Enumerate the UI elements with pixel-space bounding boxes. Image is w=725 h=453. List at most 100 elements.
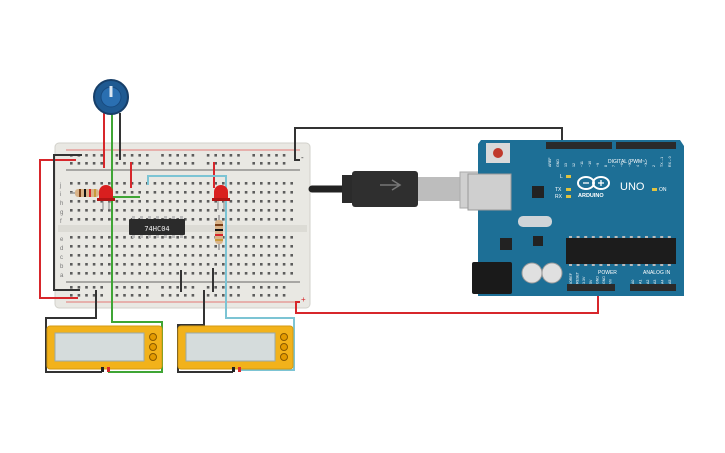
pin-label: A2 xyxy=(646,280,650,284)
pin-label: ~6 xyxy=(620,163,624,167)
digital-label: DIGITAL (PWM~) xyxy=(608,159,647,165)
multimeter-2-com-probe[interactable] xyxy=(232,367,235,372)
pin-label: AREF xyxy=(548,157,552,167)
atmega-chip xyxy=(566,238,676,264)
arduino-usb-port xyxy=(467,173,512,211)
on-label: ON xyxy=(659,187,667,193)
pot-knob-indicator xyxy=(109,86,113,97)
svg-text:g: g xyxy=(60,210,63,216)
svg-text:a: a xyxy=(60,273,64,279)
pin-label: 13 xyxy=(564,163,568,167)
pin-label: ~5 xyxy=(628,163,632,167)
led-l-indicator xyxy=(566,175,571,178)
wire-green-meter-1[interactable] xyxy=(108,196,163,373)
capacitor-2 xyxy=(541,262,563,284)
pin-label: 12 xyxy=(572,163,576,167)
multimeter-2[interactable] xyxy=(177,325,294,372)
usb-plug-body xyxy=(352,171,418,207)
pin-label: ~11 xyxy=(580,161,584,167)
pin-label: IOREF xyxy=(569,272,573,284)
svg-text:d: d xyxy=(60,246,63,252)
multimeter-1-pos-probe[interactable] xyxy=(107,367,110,372)
pin-label: 7 xyxy=(612,165,616,167)
svg-text:c: c xyxy=(60,255,63,261)
svg-text:j: j xyxy=(59,183,61,189)
resistor-2[interactable] xyxy=(215,215,223,250)
arduino-logo-text: ARDUINO xyxy=(578,193,604,199)
multimeter-2-mode-v[interactable] xyxy=(280,343,288,351)
potentiometer[interactable] xyxy=(93,79,129,115)
digital-header-2[interactable] xyxy=(616,142,676,149)
ic-label: 74HC04 xyxy=(144,225,169,233)
pin-label: 4 xyxy=(636,165,640,167)
power-label: POWER xyxy=(598,270,617,276)
capacitor-1 xyxy=(521,262,543,284)
led-1[interactable] xyxy=(97,185,115,210)
multimeter-2-display xyxy=(185,332,276,362)
pin-label: RX←0 xyxy=(668,156,672,167)
arduino-model: UNO xyxy=(620,181,645,193)
pin-label: RESET xyxy=(576,271,580,284)
ic-chip[interactable]: 74HC04 xyxy=(129,216,185,238)
multimeter-1-mode-a[interactable] xyxy=(149,333,157,341)
svg-text:h: h xyxy=(60,201,63,207)
multimeter-1[interactable] xyxy=(46,325,163,372)
wire-black-meter-1[interactable] xyxy=(45,290,102,373)
pin-label: TX→1 xyxy=(660,157,664,167)
pin-label: GND xyxy=(595,276,599,284)
multimeter-2-mode-r[interactable] xyxy=(280,353,288,361)
multimeter-2-pos-probe[interactable] xyxy=(238,367,241,372)
analog-header[interactable] xyxy=(630,284,676,291)
svg-text:i: i xyxy=(60,192,61,198)
led-rx-label: RX xyxy=(555,194,563,200)
row-labels-top: j i h g f xyxy=(59,183,63,225)
led-tx-label: TX xyxy=(555,187,562,193)
multimeter-1-mode-v[interactable] xyxy=(149,343,157,351)
dc-power-jack xyxy=(472,262,512,294)
svg-text:e: e xyxy=(60,237,64,243)
wire-red-5v-arduino[interactable] xyxy=(295,290,599,314)
pin-label: Vin xyxy=(609,279,613,284)
arduino-uno[interactable]: L TX RX ON ARDUINO UNO DIGITAL (PWM~) PO… xyxy=(467,140,684,296)
wire-cyan-meter-2[interactable] xyxy=(147,175,295,371)
pin-label: ~9 xyxy=(596,163,600,167)
pin-label: 5V xyxy=(589,279,593,284)
arduino-infinity-logo xyxy=(577,176,610,190)
multimeter-1-display xyxy=(54,332,145,362)
svg-text:f: f xyxy=(60,219,62,225)
reset-button[interactable] xyxy=(493,148,503,158)
multimeter-1-com-probe[interactable] xyxy=(101,367,104,372)
breadboard-holes[interactable] xyxy=(70,154,293,297)
pin-label: GND xyxy=(602,276,606,284)
pin-label: A5 xyxy=(668,280,672,284)
analog-label: ANALOG IN xyxy=(643,270,671,276)
rail-plus-label: + xyxy=(301,295,306,304)
pin-label: ~3 xyxy=(644,163,648,167)
rail-minus-label-right: - xyxy=(301,153,304,162)
crystal xyxy=(518,216,552,227)
bottom-power-rail xyxy=(66,281,300,303)
power-header[interactable] xyxy=(567,284,615,291)
pin-label: A0 xyxy=(631,280,635,284)
led-l-label: L xyxy=(560,174,563,180)
pin-label: 2 xyxy=(652,165,656,167)
wire-black-rail-link[interactable] xyxy=(53,154,82,291)
led-2[interactable] xyxy=(212,185,230,210)
pin-label: 3.3V xyxy=(582,276,586,284)
wire-black-gnd-arduino[interactable] xyxy=(294,127,563,161)
multimeter-2-mode-a[interactable] xyxy=(280,333,288,341)
pin-label: A3 xyxy=(653,280,657,284)
pin-label: A1 xyxy=(638,280,642,284)
digital-header-1[interactable] xyxy=(546,142,612,149)
pin-label: GND xyxy=(556,159,560,167)
wire-red-rail-link[interactable] xyxy=(39,159,78,299)
wire-black-meter-2[interactable] xyxy=(177,290,233,373)
pin-label: 8 xyxy=(604,165,608,167)
svg-text:b: b xyxy=(60,264,64,270)
led-tx-indicator xyxy=(566,188,571,191)
multimeter-1-mode-r[interactable] xyxy=(149,353,157,361)
